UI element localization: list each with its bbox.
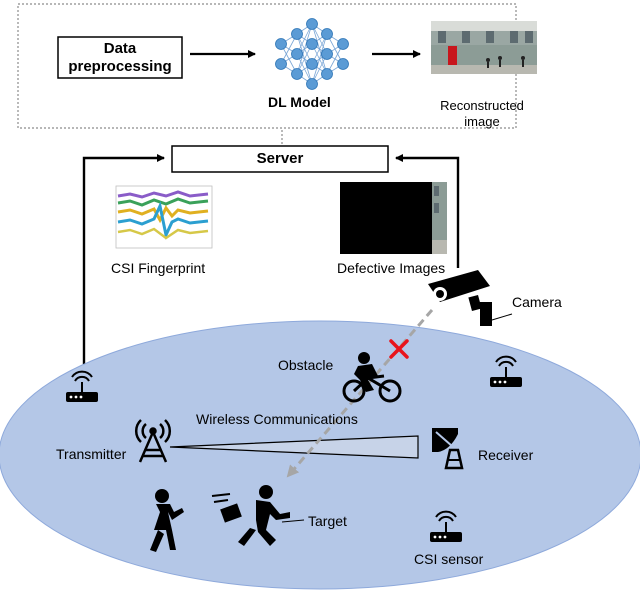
router-icon-csi-sensor [430,510,462,542]
camera-label: Camera [512,294,562,310]
neural-network-node [321,28,333,40]
camera-icon [428,270,513,326]
server-label: Server [256,150,304,167]
neural-network-node [337,38,349,50]
neural-network-node [291,68,303,80]
neural-network-node [306,58,318,70]
neural-network-node [306,78,318,90]
data-preprocessing-label: Data preprocessing [68,40,172,75]
cyclist-icon [342,352,402,403]
csi-fingerprint-plot [115,185,213,249]
target-label: Target [308,513,347,529]
router-icon-right [490,355,522,387]
neural-network-node [321,48,333,60]
neural-network-node [306,38,318,50]
router-icon-left [66,370,98,402]
transmitter-tower-icon [134,419,172,463]
data-preprocessing-box [57,36,183,79]
wireless-communications-label: Wireless Communications [196,411,358,427]
camera-line-of-sight [286,309,434,478]
target-pointer [281,519,305,523]
target-runner-icon [211,485,290,546]
server-box [171,145,389,173]
transmitter-label: Transmitter [56,446,127,462]
neural-network-node [291,48,303,60]
reconstructed-image-label: Reconstructed image [440,98,524,129]
neural-network-node [321,68,333,80]
transmitter-to-server-arrow [82,154,165,366]
defective-image [340,182,447,254]
neural-network-node [337,58,349,70]
camera-to-server-arrow [395,154,460,268]
person-walking-icon [150,489,184,552]
defective-images-label: Defective Images [337,260,446,276]
obstacle-label: Obstacle [278,357,334,373]
receiver-dish-icon [432,428,464,470]
reconstructed-image [431,21,537,74]
dl-model-label: DL Model [268,94,331,110]
neural-network-node [275,58,287,70]
neural-network-icon [280,23,344,85]
neural-network-node [275,38,287,50]
neural-network-nodes [275,18,349,90]
neural-network-node [291,28,303,40]
receiver-label: Receiver [478,447,534,463]
neural-network-node [306,18,318,30]
blocked-cross-icon [389,339,409,359]
csi-sensor-label: CSI sensor [414,551,484,567]
wireless-beam [169,435,419,459]
csi-fingerprint-label: CSI Fingerprint [111,260,206,276]
